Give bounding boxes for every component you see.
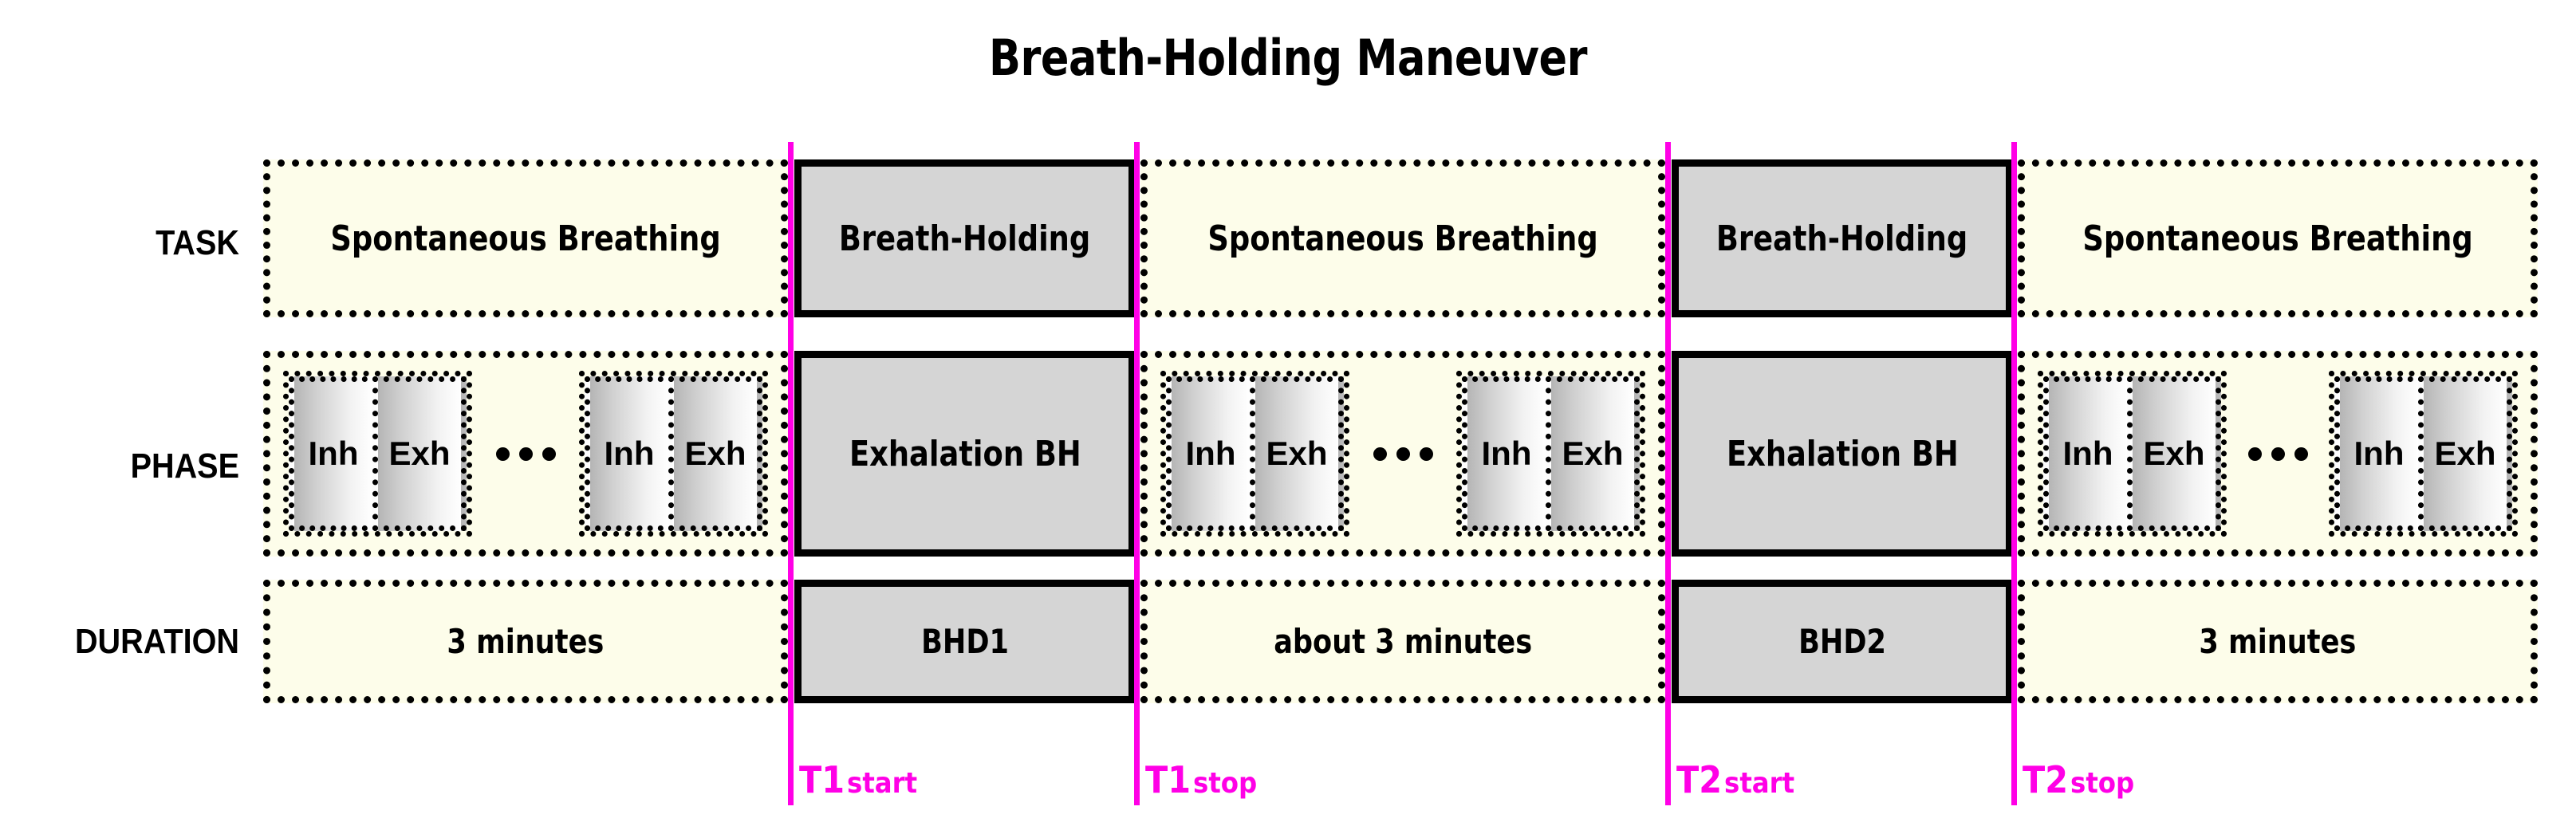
row-label-task: TASK — [156, 223, 239, 262]
breath-cycle-group-last[interactable]: Inh Exh — [1456, 371, 1645, 537]
phase-label: Exhalation BH — [1726, 433, 1959, 474]
duration-label: 3 minutes — [2199, 622, 2357, 661]
marker-label-main: T2 — [2023, 758, 2069, 801]
phase-box-inhale[interactable]: Inh — [1166, 376, 1255, 531]
phase-cell-spontaneous-2[interactable]: Inh Exh Inh Exh — [1140, 351, 1665, 557]
marker-line-t1-stop — [1134, 142, 1140, 805]
marker-line-t1-start — [788, 142, 794, 805]
phase-label: Exhalation BH — [849, 433, 1081, 474]
duration-cell-spontaneous-2[interactable]: about 3 minutes — [1140, 580, 1665, 703]
duration-label: about 3 minutes — [1273, 622, 1532, 661]
phase-box-exhale[interactable]: Exh — [1250, 376, 1344, 531]
breath-cycle-group-first[interactable]: Inh Exh — [2038, 371, 2227, 537]
duration-cell-spontaneous-3[interactable]: 3 minutes — [2018, 580, 2538, 703]
phase-cell-breath-holding-1[interactable]: Exhalation BH — [794, 351, 1136, 557]
breathing-cycle-strip: Inh Exh Inh Exh — [2038, 371, 2518, 537]
marker-label-t2-stop: T2stop — [2023, 761, 2134, 798]
marker-line-t2-stop — [2011, 142, 2017, 805]
page-title: Breath-Holding Maneuver — [988, 29, 1588, 87]
cycle-repeat-ellipsis-icon — [1369, 371, 1438, 537]
marker-label-sub: start — [847, 767, 918, 800]
cycle-repeat-ellipsis-icon — [2243, 371, 2313, 537]
task-label: Spontaneous Breathing — [2082, 218, 2473, 259]
breathing-cycle-strip: Inh Exh Inh Exh — [1160, 371, 1645, 537]
phase-box-exhale[interactable]: Exh — [1546, 376, 1640, 531]
marker-label-main: T2 — [1676, 758, 1723, 801]
task-label: Breath-Holding — [1716, 218, 1968, 259]
breath-cycle-group-last[interactable]: Inh Exh — [579, 371, 768, 537]
marker-label-sub: start — [1724, 767, 1795, 800]
phase-box-inhale[interactable]: Inh — [289, 376, 378, 531]
task-cell-spontaneous-2[interactable]: Spontaneous Breathing — [1140, 159, 1665, 317]
duration-label: BHD2 — [1798, 622, 1886, 661]
task-cell-breath-holding-2[interactable]: Breath-Holding — [1672, 159, 2013, 317]
breath-cycle-group-first[interactable]: Inh Exh — [283, 371, 472, 537]
phase-box-exhale[interactable]: Exh — [2418, 376, 2512, 531]
breath-cycle-group-first[interactable]: Inh Exh — [1160, 371, 1349, 537]
task-label: Spontaneous Breathing — [1207, 218, 1598, 259]
marker-label-sub: stop — [1193, 767, 1258, 800]
task-label: Spontaneous Breathing — [330, 218, 721, 259]
duration-label: 3 minutes — [447, 622, 605, 661]
phase-box-inhale[interactable]: Inh — [2043, 376, 2133, 531]
phase-box-inhale[interactable]: Inh — [585, 376, 674, 531]
phase-box-inhale[interactable]: Inh — [1462, 376, 1551, 531]
duration-label: BHD1 — [921, 622, 1009, 661]
breath-cycle-group-last[interactable]: Inh Exh — [2329, 371, 2518, 537]
marker-label-main: T1 — [1145, 758, 1191, 801]
row-label-duration: DURATION — [74, 622, 239, 661]
breathing-cycle-strip: Inh Exh Inh Exh — [283, 371, 768, 537]
marker-label-t1-start: T1start — [799, 761, 917, 798]
task-cell-spontaneous-3[interactable]: Spontaneous Breathing — [2018, 159, 2538, 317]
phase-cell-breath-holding-2[interactable]: Exhalation BH — [1672, 351, 2013, 557]
phase-cell-spontaneous-3[interactable]: Inh Exh Inh Exh — [2018, 351, 2538, 557]
task-cell-spontaneous-1[interactable]: Spontaneous Breathing — [263, 159, 788, 317]
marker-line-t2-start — [1665, 142, 1671, 805]
duration-cell-breath-holding-2[interactable]: BHD2 — [1672, 580, 2013, 703]
row-label-phase: PHASE — [130, 447, 239, 486]
marker-label-t2-start: T2start — [1676, 761, 1794, 798]
duration-cell-breath-holding-1[interactable]: BHD1 — [794, 580, 1136, 703]
phase-box-inhale[interactable]: Inh — [2334, 376, 2424, 531]
task-cell-breath-holding-1[interactable]: Breath-Holding — [794, 159, 1136, 317]
phase-box-exhale[interactable]: Exh — [372, 376, 467, 531]
phase-box-exhale[interactable]: Exh — [668, 376, 762, 531]
duration-cell-spontaneous-1[interactable]: 3 minutes — [263, 580, 788, 703]
task-label: Breath-Holding — [839, 218, 1091, 259]
marker-label-main: T1 — [799, 758, 845, 801]
phase-cell-spontaneous-1[interactable]: Inh Exh Inh Exh — [263, 351, 788, 557]
phase-box-exhale[interactable]: Exh — [2127, 376, 2221, 531]
marker-label-sub: stop — [2070, 767, 2135, 800]
cycle-repeat-ellipsis-icon — [491, 371, 561, 537]
marker-label-t1-stop: T1stop — [1145, 761, 1257, 798]
